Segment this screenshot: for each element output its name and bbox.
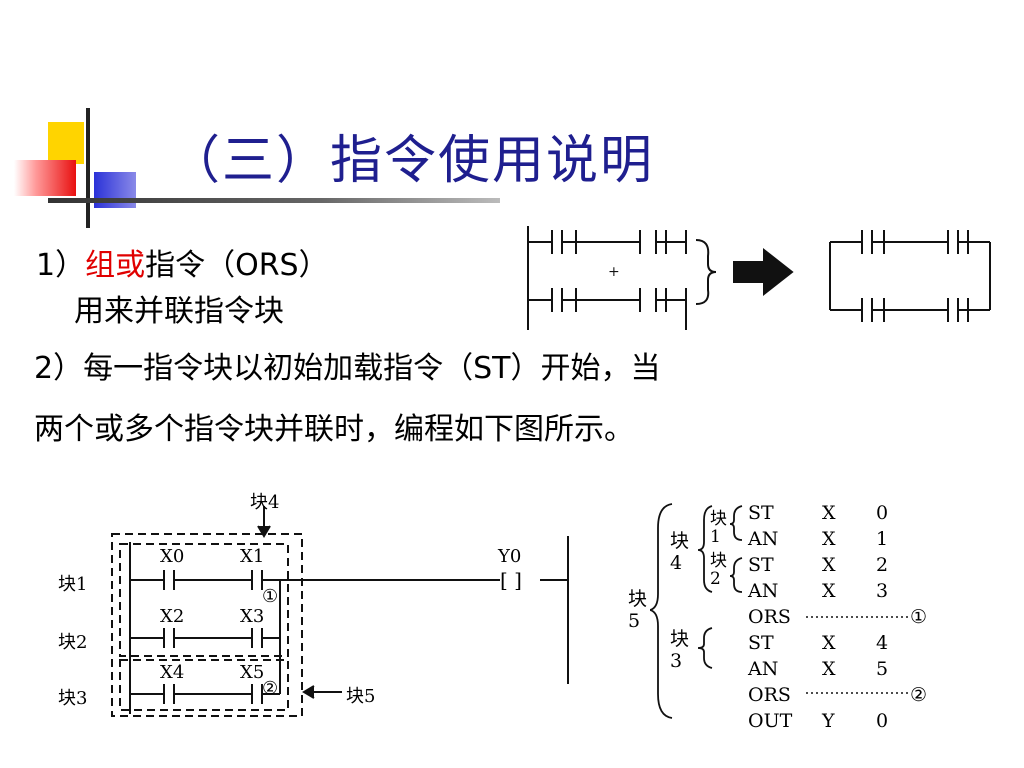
ladder-diagram bbox=[111, 506, 569, 717]
op: ORS bbox=[748, 684, 791, 706]
ors-marker-2: ② bbox=[262, 678, 279, 699]
contact-label-x4: X4 bbox=[160, 662, 185, 683]
output-coil: [ ] bbox=[500, 568, 522, 592]
block4-box bbox=[111, 533, 303, 717]
contact-label-x0: X0 bbox=[160, 546, 185, 567]
listing-block4-label: 块 4 bbox=[670, 530, 690, 574]
num: 3 bbox=[876, 580, 889, 602]
op: ST bbox=[748, 554, 774, 576]
dev: X bbox=[822, 528, 836, 550]
listing-row: ST X 2 bbox=[748, 554, 948, 576]
op: ST bbox=[748, 632, 774, 654]
decorative-logo bbox=[0, 108, 140, 228]
dev: X bbox=[822, 658, 836, 680]
ors-marker-1: ① bbox=[262, 586, 279, 607]
op: OUT bbox=[748, 710, 793, 732]
ladder-block1-label: 块1 bbox=[58, 574, 88, 595]
item1-prefix: 1） bbox=[36, 248, 86, 283]
listing-row: OUT Y 0 bbox=[748, 710, 948, 732]
ladder-block2-label: 块2 bbox=[58, 632, 88, 653]
item2-line2: 两个或多个指令块并联时，编程如下图所示。 bbox=[34, 412, 634, 447]
num: 4 bbox=[876, 632, 889, 654]
num: 2 bbox=[876, 554, 889, 576]
listing-row: ST X 4 bbox=[748, 632, 948, 654]
symbol-row2 bbox=[528, 288, 687, 330]
num: 1 bbox=[876, 528, 889, 550]
dev: Y bbox=[822, 710, 835, 732]
ors-symbol-diagram: + bbox=[527, 226, 991, 330]
listing-row: ORS ① bbox=[748, 606, 948, 628]
contact-label-x3: X3 bbox=[240, 606, 265, 627]
symbol-row1 bbox=[528, 230, 687, 254]
merged-ladder bbox=[829, 230, 991, 322]
dev: X bbox=[822, 502, 836, 524]
item1-line1: 1）组或指令（ORS） bbox=[36, 240, 329, 284]
block1-2-box bbox=[119, 543, 289, 657]
item1-line2: 用来并联指令块 bbox=[74, 294, 284, 329]
dev: X bbox=[822, 554, 836, 576]
listing-row: AN X 5 bbox=[748, 658, 948, 680]
op: ST bbox=[748, 502, 774, 524]
item1-highlight: 组或 bbox=[85, 248, 146, 283]
ors-mark: ① bbox=[910, 606, 928, 628]
listing-block1-label: 块 1 bbox=[710, 509, 727, 547]
op: AN bbox=[748, 580, 779, 602]
ladder-block5-label: 块5 bbox=[346, 686, 376, 707]
num: 0 bbox=[876, 502, 889, 524]
ors-mark: ② bbox=[910, 684, 928, 706]
op: AN bbox=[748, 528, 779, 550]
listing-dotted-leaders bbox=[806, 616, 908, 694]
contact-label-x5: X5 bbox=[240, 662, 265, 683]
ladder-block4-label: 块4 bbox=[250, 492, 280, 513]
listing-row: AN X 1 bbox=[748, 528, 948, 550]
curly-brace bbox=[695, 239, 717, 305]
listing-block2-label: 块 2 bbox=[710, 551, 727, 589]
contact-label-x2: X2 bbox=[160, 606, 185, 627]
listing-braces bbox=[650, 503, 743, 719]
arrow-icon bbox=[733, 247, 794, 297]
item1-rest: 指令（ORS） bbox=[145, 248, 329, 283]
item2-line1: 2）每一指令块以初始加载指令（ST）开始，当 bbox=[34, 351, 661, 386]
slide-title: （三）指令使用说明 bbox=[168, 131, 655, 191]
title-underline bbox=[48, 198, 500, 203]
op: ORS bbox=[748, 606, 791, 628]
plus-sign: + bbox=[608, 264, 620, 280]
listing-block3-label: 块 3 bbox=[670, 628, 690, 672]
block3-box bbox=[119, 659, 289, 711]
contact-label-x1: X1 bbox=[240, 546, 265, 567]
dev: X bbox=[822, 580, 836, 602]
num: 5 bbox=[876, 658, 889, 680]
listing-row: AN X 3 bbox=[748, 580, 948, 602]
dev: X bbox=[822, 632, 836, 654]
listing-row: ST X 0 bbox=[748, 502, 948, 524]
listing-block5-label: 块 5 bbox=[628, 588, 648, 632]
num: 0 bbox=[876, 710, 889, 732]
ladder-block3-label: 块3 bbox=[58, 688, 88, 709]
op: AN bbox=[748, 658, 779, 680]
listing-row: ORS ② bbox=[748, 684, 948, 706]
output-label-y0: Y0 bbox=[498, 546, 522, 567]
